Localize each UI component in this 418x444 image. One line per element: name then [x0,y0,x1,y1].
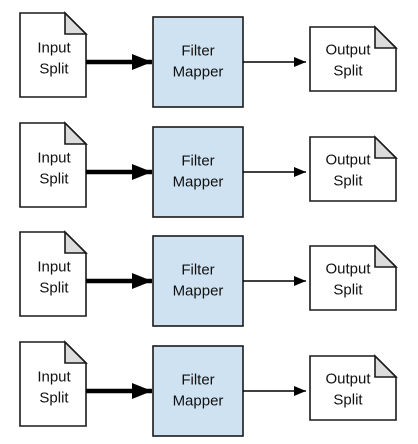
filter-mapper-label-line-1: Filter [181,42,214,59]
output-split-doc-fold [374,25,398,49]
output-split-label-line-2: Split [333,172,363,189]
filter-mapper-box [152,16,244,108]
filter-mapper-box [152,235,244,327]
input-split-label-line-1: Input [37,258,71,275]
input-split-label-line-2: Split [39,170,69,187]
filter-mapper-label-line-1: Filter [181,152,214,169]
filter-mapper-label-line-1: Filter [181,261,214,278]
output-split-doc-fold [374,244,398,268]
filter-mapper-label-line-2: Mapper [173,392,224,409]
output-split-label-line-1: Output [325,370,371,387]
filter-mapper-label-line-2: Mapper [173,63,224,80]
input-split-doc-fold [64,121,88,145]
input-split-label-line-1: Input [37,39,71,56]
filter-mapper-label-line-2: Mapper [173,282,224,299]
input-split-doc-fold [64,11,88,35]
input-split-doc-fold [64,340,88,364]
filter-mapper-box [152,345,244,437]
output-split-label-line-1: Output [325,260,371,277]
filter-mapper-label-line-2: Mapper [173,173,224,190]
output-split-label-line-2: Split [333,391,363,408]
filter-mapper-box [152,126,244,218]
input-split-label-line-2: Split [39,279,69,296]
output-split-label-line-1: Output [325,151,371,168]
output-split-label-line-1: Output [325,41,371,58]
output-split-label-line-2: Split [333,281,363,298]
input-split-label-line-2: Split [39,389,69,406]
output-split-doc-fold [374,354,398,378]
input-split-label-line-2: Split [39,60,69,77]
input-split-label-line-1: Input [37,368,71,385]
output-split-doc-fold [374,135,398,159]
input-split-label-line-1: Input [37,149,71,166]
output-split-label-line-2: Split [333,62,363,79]
filter-mapper-label-line-1: Filter [181,371,214,388]
input-split-doc-fold [64,230,88,254]
